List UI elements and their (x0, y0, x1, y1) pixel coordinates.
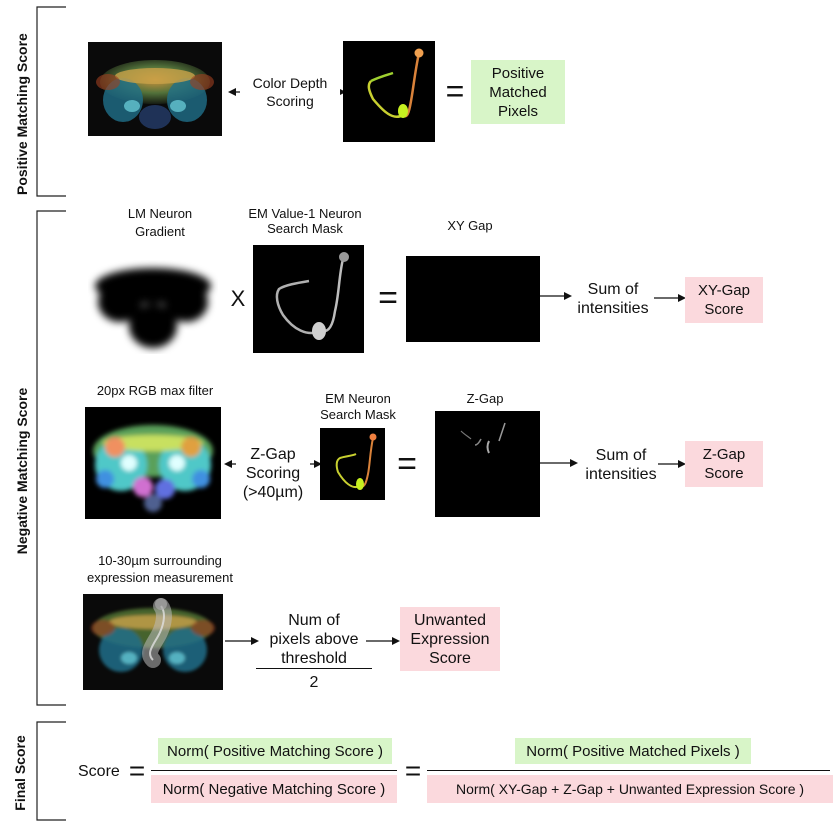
arrow-sum-to-xy-score (654, 294, 686, 302)
z-score-line-1: Z-Gap (702, 446, 746, 463)
arrow-fraction-to-unwanted (366, 637, 400, 645)
em-neuron-color-image (343, 41, 435, 142)
row3-equals: = (397, 445, 417, 483)
em-neuron-mask-label-2: Search Mask (320, 407, 396, 422)
z-gap-score-box: Z-Gap Score (685, 441, 763, 487)
lm-gradient-image (88, 258, 218, 354)
xy-score-line-1: XY-Gap (698, 282, 750, 299)
xy-score-line-2: Score (704, 301, 744, 318)
row1-equals: = (445, 73, 465, 109)
arrow-xy-to-sum (540, 292, 572, 300)
final-score-label: Score (78, 763, 120, 780)
fraction-numerator-2: pixels above (269, 631, 359, 648)
final-equals-1: = (128, 755, 146, 786)
surrounding-label-1: 10-30µm surrounding (98, 553, 222, 568)
surrounding-expression-image (83, 594, 223, 690)
z-gap-arrow-label-2: Scoring (236, 464, 310, 483)
em-search-mask-label-2: Search Mask (267, 221, 343, 236)
pmp-line-3: Pixels (497, 102, 538, 120)
final-numerator-1: Norm( Positive Matching Score ) (158, 738, 392, 764)
surrounding-label-2: expression measurement (87, 570, 233, 585)
xy-gap-score-box: XY-Gap Score (685, 277, 763, 323)
z-sum-label-1: Sum of (595, 447, 647, 464)
lm-gradient-label-1: LM Neuron (127, 206, 193, 221)
color-depth-label-2: Scoring (240, 92, 340, 110)
xy-sum-label-2: intensities (577, 300, 649, 317)
fraction-denominator: 2 (309, 674, 319, 691)
em-search-mask-label-1: EM Value-1 Neuron (248, 206, 362, 221)
section-title-negative: Negative Matching Score (14, 387, 30, 555)
final-equals-2: = (404, 755, 422, 786)
pmp-line-1: Positive (491, 64, 545, 82)
z-gap-image-label: Z-Gap (466, 391, 504, 406)
pmp-line-2: Matched (489, 83, 547, 101)
row2-equals: = (378, 279, 398, 317)
em-neuron-search-mask-image (320, 428, 385, 500)
positive-matched-pixels-box: Positive Matched Pixels (471, 60, 565, 124)
section-title-positive: Positive Matching Score (14, 33, 30, 195)
unwanted-line-3: Score (429, 649, 471, 667)
xy-gap-label: XY Gap (447, 218, 493, 233)
final-denominator-1: Norm( Negative Matching Score ) (151, 775, 397, 803)
rgb-max-filter-label: 20px RGB max filter (96, 383, 214, 398)
fraction-numerator-3: threshold (281, 650, 347, 667)
z-gap-arrow-label-3: (>40µm) (242, 484, 304, 501)
final-fraction-bar-2 (427, 770, 830, 771)
em-value1-search-mask-image (253, 245, 364, 353)
unwanted-line-2: Expression (410, 630, 490, 648)
rgb-max-filter-image (85, 407, 221, 519)
arrow-z-to-sum (540, 459, 578, 467)
xy-gap-image (406, 256, 540, 342)
arrow-image-to-fraction (225, 637, 259, 645)
lm-brain-color-depth-image (88, 42, 222, 136)
final-fraction-bar-1 (151, 770, 397, 771)
final-numerator-2: Norm( Positive Matched Pixels ) (515, 738, 751, 764)
xy-sum-label-1: Sum of (587, 281, 639, 298)
row2-times: X (230, 286, 246, 311)
final-denominator-2: Norm( XY-Gap + Z-Gap + Unwanted Expressi… (427, 775, 833, 803)
unwanted-line-1: Unwanted (413, 611, 487, 629)
em-neuron-mask-label-1: EM Neuron (325, 391, 391, 406)
fraction-bar (256, 668, 372, 669)
lm-gradient-label-2: Gradient (135, 224, 185, 239)
arrow-sum-to-z-score (658, 460, 686, 468)
z-gap-arrow-label-1: Z-Gap (236, 445, 310, 464)
color-depth-label-1: Color Depth (240, 74, 340, 92)
unwanted-expression-score-box: Unwanted Expression Score (400, 607, 500, 671)
z-gap-image (435, 411, 540, 517)
fraction-numerator-1: Num of (288, 612, 340, 629)
z-sum-label-2: intensities (585, 466, 657, 483)
z-score-line-2: Score (704, 465, 744, 482)
section-title-final: Final Score (12, 735, 28, 811)
